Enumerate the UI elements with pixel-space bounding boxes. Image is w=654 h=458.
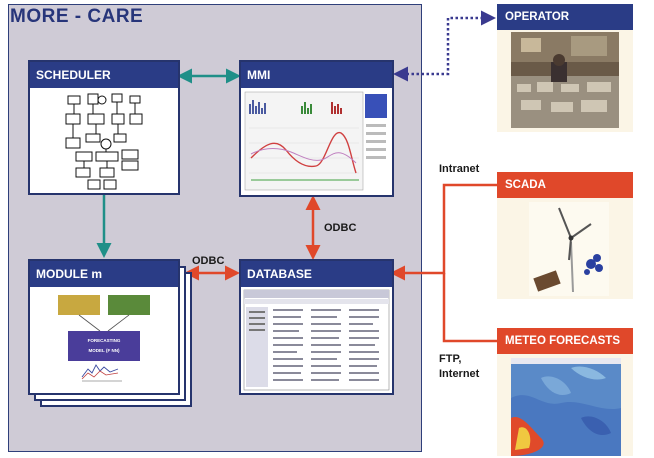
flowchart-thumbnail [65, 93, 143, 190]
module-m-box[interactable]: MODULE m FORECASTING MODEL (F NN) [28, 259, 180, 395]
mmi-screenshot [241, 88, 392, 195]
ftp-internet-label: FTP, Internet [439, 352, 479, 382]
scheduler-box[interactable]: SCHEDULER [28, 60, 180, 195]
forecasting-model-block: FORECASTING MODEL (F NN) [68, 331, 140, 361]
intranet-label: Intranet [439, 163, 480, 175]
operator-box[interactable]: OPERATOR [497, 4, 633, 132]
input-block-green [108, 295, 150, 315]
scada-box[interactable]: SCADA [497, 172, 633, 299]
scheduler-header: SCHEDULER [30, 62, 178, 88]
forecasting-label-2: MODEL (F NN) [88, 348, 120, 353]
operator-mmi-connector [393, 10, 496, 82]
control-room-photo [511, 32, 619, 128]
module-m-links [78, 314, 130, 382]
input-block-yellow [58, 295, 100, 315]
system-title: MORE - CARE [10, 6, 144, 27]
ftp-label: FTP, [439, 353, 462, 365]
meteo-forecasts-box[interactable]: METEO FORECASTS [497, 328, 633, 456]
internet-label: Internet [439, 368, 480, 380]
meteo-database-connector [442, 273, 497, 343]
weather-map-image [511, 358, 621, 456]
module-m-header: MODULE m [30, 261, 178, 287]
odbc-label-vertical: ODBC [324, 222, 357, 234]
mmi-chart-thumbnail [244, 91, 387, 191]
wind-turbine-illustration [529, 202, 609, 296]
database-screenshot [241, 287, 392, 393]
mmi-header: MMI [241, 62, 392, 88]
database-header: DATABASE [241, 261, 392, 287]
scheduler-flowchart [30, 88, 178, 193]
scada-database-connector [390, 183, 497, 281]
odbc-label-horizontal: ODBC [192, 255, 225, 267]
mmi-box[interactable]: MMI [239, 60, 394, 197]
meteo-header: METEO FORECASTS [497, 328, 633, 354]
database-box[interactable]: DATABASE [239, 259, 394, 395]
forecasting-label-1: FORECASTING [87, 338, 121, 343]
module-m-diagram: FORECASTING MODEL (F NN) [30, 287, 178, 393]
operator-header: OPERATOR [497, 4, 633, 30]
database-window-thumbnail [243, 289, 390, 391]
scada-header: SCADA [497, 172, 633, 198]
